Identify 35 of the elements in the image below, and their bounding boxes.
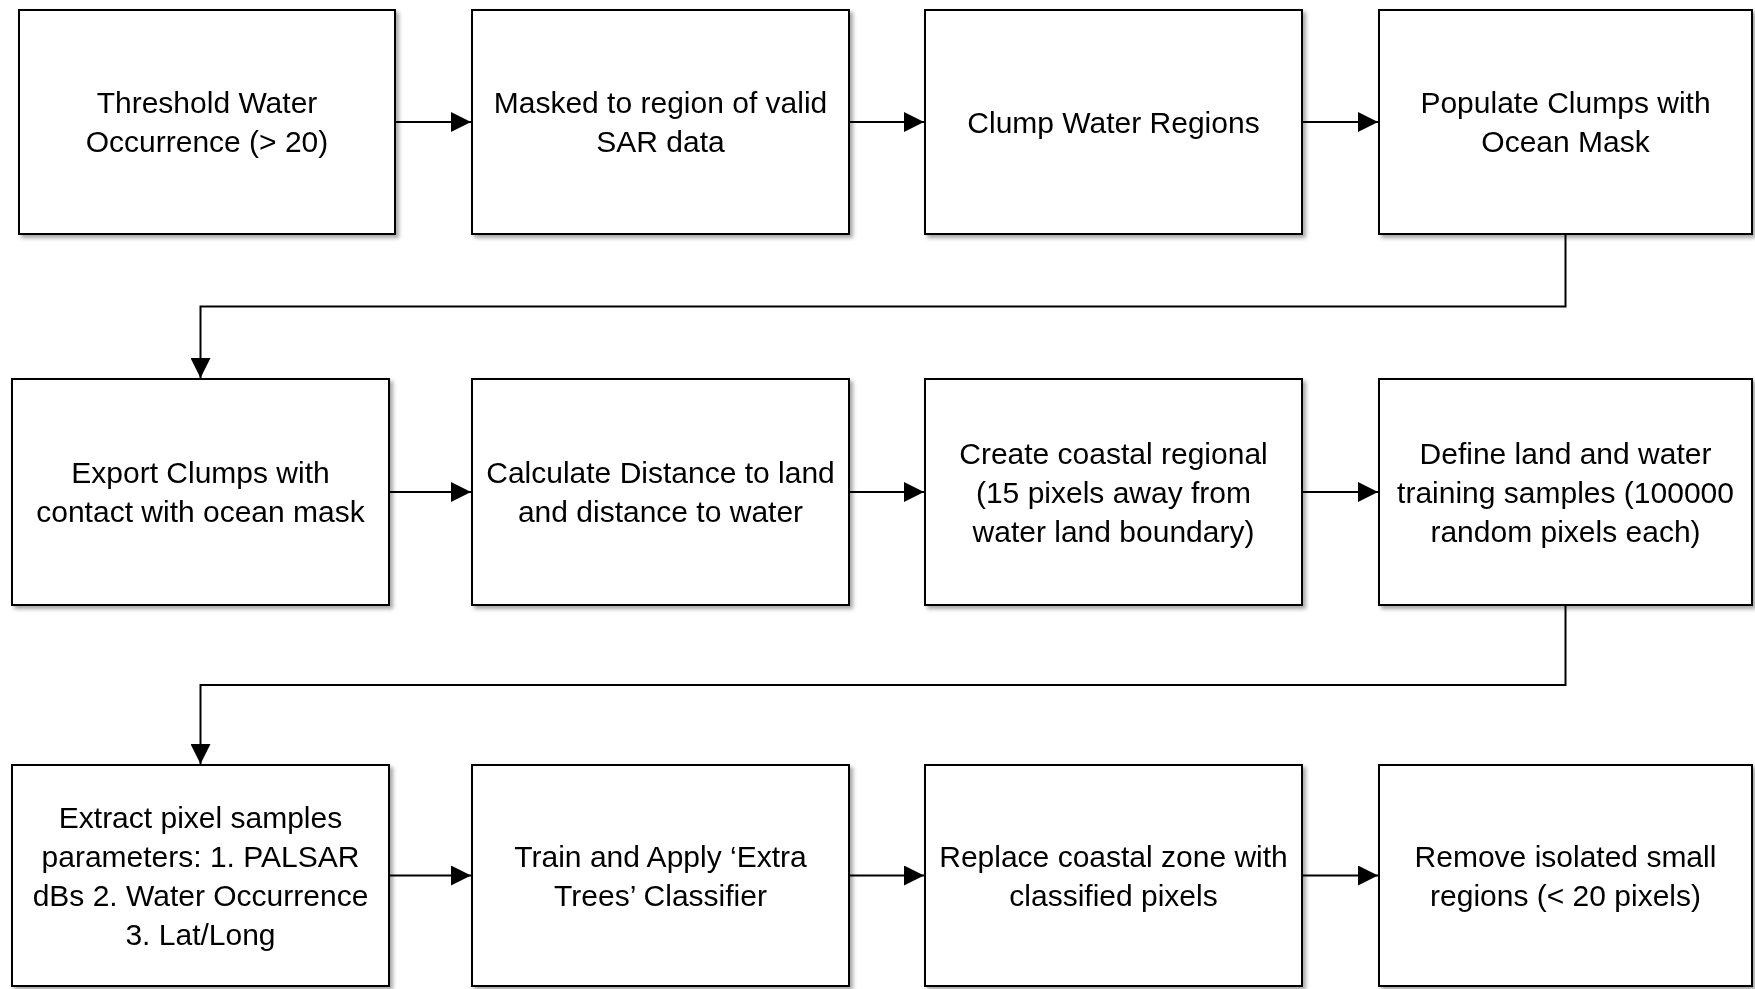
process-box xyxy=(471,9,850,235)
process-box xyxy=(18,9,396,235)
arrow xyxy=(1302,865,1379,886)
process-box xyxy=(1378,378,1753,606)
box-label: Calculate Distance to land and distance to water xyxy=(485,455,836,530)
box-label: Clump Water Regions xyxy=(967,104,1260,141)
process-box xyxy=(924,9,1303,235)
box-label: Threshold Water Occurrence (> 20) xyxy=(84,85,330,160)
arrow xyxy=(190,605,1567,765)
box-label: Populate Clumps with Ocean Mask xyxy=(1419,85,1712,160)
process-box xyxy=(1378,9,1753,235)
arrow xyxy=(849,112,925,132)
arrow xyxy=(1302,482,1379,502)
arrow xyxy=(849,482,925,502)
process-box xyxy=(924,764,1303,987)
box-label: Remove isolated small regions (< 20 pixels) xyxy=(1413,838,1718,914)
box-label: Replace coastal zone with classified pixels xyxy=(938,838,1289,914)
process-box xyxy=(11,378,390,606)
arrow xyxy=(389,865,472,886)
process-box xyxy=(471,764,850,987)
arrow xyxy=(1302,112,1379,132)
arrow xyxy=(849,865,925,886)
process-box xyxy=(11,764,390,987)
process-box xyxy=(1378,764,1753,987)
arrow xyxy=(395,112,472,132)
arrow xyxy=(190,234,1567,379)
arrow xyxy=(389,482,472,502)
process-box xyxy=(471,378,850,606)
box-label: Export Clumps with contact with ocean mask xyxy=(35,455,366,530)
box-label: Train and Apply ‘Extra Trees’ Classifier xyxy=(513,838,808,914)
box-label: Define land and water training samples (100000 random pixels each) xyxy=(1396,435,1735,550)
box-label: Extract pixel samples parameters: 1. PALSAR dBs 2. Water Occurrence 3. Lat/Long xyxy=(31,799,370,953)
box-label: Create coastal regional (15 pixels away from water land boundary) xyxy=(958,435,1269,550)
box-label: Masked to region of valid SAR data xyxy=(492,85,829,160)
process-box xyxy=(924,378,1303,606)
